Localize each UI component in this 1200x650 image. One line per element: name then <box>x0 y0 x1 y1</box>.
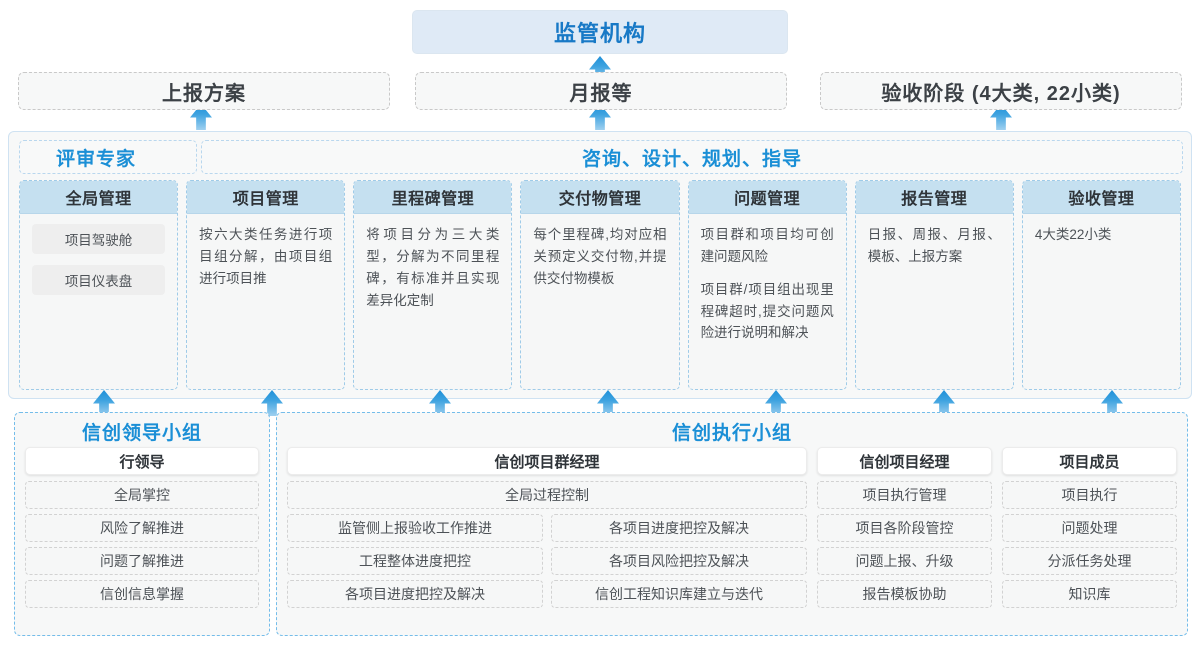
task-item[interactable]: 各项目风险把控及解决 <box>551 547 807 575</box>
submission-label: 验收阶段 (4大类, 22小类) <box>881 82 1121 105</box>
task-item[interactable]: 工程整体进度把控 <box>287 547 543 575</box>
column-body: 项目群和项目均可创建问题风险 项目群/项目组出现里程碑超时,提交问题风险进行说明… <box>689 214 846 389</box>
column-header: 问题管理 <box>688 181 846 214</box>
task-item[interactable]: 问题了解推进 <box>25 547 259 575</box>
pill-item[interactable]: 项目仪表盘 <box>32 265 166 295</box>
execution-group-panel: 信创执行小组 信创项目群经理 全局过程控制 监管侧上报验收工作推进 工程整体进度… <box>276 412 1188 636</box>
role-header-project-member[interactable]: 项目成员 <box>1002 447 1177 475</box>
program-manager-tasks-left: 监管侧上报验收工作推进 工程整体进度把控 各项目进度把控及解决 <box>287 514 543 608</box>
task-item[interactable]: 项目执行 <box>1002 481 1177 509</box>
task-item[interactable]: 问题处理 <box>1002 514 1177 542</box>
task-item[interactable]: 项目执行管理 <box>817 481 992 509</box>
task-item[interactable]: 信创信息掌握 <box>25 580 259 608</box>
program-manager-tasks: 全局过程控制 监管侧上报验收工作推进 工程整体进度把控 各项目进度把控及解决 各… <box>287 481 807 608</box>
column-body: 按六大类任务进行项目组分解，由项目组进行项目推 <box>187 214 344 389</box>
management-panel: 评审专家 咨询、设计、规划、指导 全局管理 项目驾驶舱 项目仪表盘 项目管理 按… <box>8 131 1192 399</box>
project-manager-group: 信创项目经理 项目执行管理 项目各阶段管控 问题上报、升级 报告模板协助 <box>817 447 992 608</box>
project-member-tasks: 项目执行 问题处理 分派任务处理 知识库 <box>1002 481 1177 608</box>
submission-box-plan[interactable]: 上报方案 <box>18 72 390 110</box>
role-header-bank-leader[interactable]: 行领导 <box>25 447 259 475</box>
leading-group-title: 信创领导小组 <box>81 423 202 444</box>
task-item[interactable]: 各项目进度把控及解决 <box>287 580 543 608</box>
column-issue-management[interactable]: 问题管理 项目群和项目均可创建问题风险 项目群/项目组出现里程碑超时,提交问题风… <box>687 180 847 390</box>
consulting-band: 咨询、设计、规划、指导 <box>201 140 1183 174</box>
column-body: 日报、周报、月报、模板、上报方案 <box>856 214 1013 389</box>
column-paragraph: 日报、周报、月报、模板、上报方案 <box>867 227 1001 264</box>
column-body: 将项目分为三大类型，分解为不同里程碑，有标准并且实现差异化定制 <box>354 214 511 389</box>
column-header: 里程碑管理 <box>354 181 512 214</box>
pill-item[interactable]: 项目驾驶舱 <box>32 224 166 254</box>
regulator-label: 监管机构 <box>553 21 646 46</box>
task-item[interactable]: 信创工程知识库建立与迭代 <box>551 580 807 608</box>
column-paragraph: 将项目分为三大类型，分解为不同里程碑，有标准并且实现差异化定制 <box>366 227 500 308</box>
task-item[interactable]: 知识库 <box>1002 580 1177 608</box>
column-body: 4大类22小类 <box>1023 214 1180 389</box>
column-acceptance-management[interactable]: 验收管理 4大类22小类 <box>1021 180 1181 390</box>
column-paragraph: 每个里程碑,均对应相关预定义交付物,并提供交付物模板 <box>533 227 667 286</box>
column-milestone-management[interactable]: 里程碑管理 将项目分为三大类型，分解为不同里程碑，有标准并且实现差异化定制 <box>353 180 513 390</box>
task-item[interactable]: 报告模板协助 <box>817 580 992 608</box>
column-paragraph: 项目群和项目均可创建问题风险 <box>700 227 834 264</box>
column-paragraph: 按六大类任务进行项目组分解，由项目组进行项目推 <box>199 227 333 286</box>
review-experts-label: 评审专家 <box>56 148 137 170</box>
column-body: 每个里程碑,均对应相关预定义交付物,并提供交付物模板 <box>521 214 678 389</box>
column-deliverable-management[interactable]: 交付物管理 每个里程碑,均对应相关预定义交付物,并提供交付物模板 <box>520 180 680 390</box>
task-item-wide[interactable]: 全局过程控制 <box>287 481 807 509</box>
execution-group-columns: 信创项目群经理 全局过程控制 监管侧上报验收工作推进 工程整体进度把控 各项目进… <box>287 447 1177 608</box>
management-columns: 全局管理 项目驾驶舱 项目仪表盘 项目管理 按六大类任务进行项目组分解，由项目组… <box>19 180 1181 390</box>
column-header: 项目管理 <box>187 181 345 214</box>
role-header-program-manager[interactable]: 信创项目群经理 <box>287 447 807 475</box>
column-header: 验收管理 <box>1022 181 1180 214</box>
submission-box-monthly[interactable]: 月报等 <box>415 72 787 110</box>
column-global-management[interactable]: 全局管理 项目驾驶舱 项目仪表盘 <box>19 180 179 390</box>
task-item[interactable]: 监管侧上报验收工作推进 <box>287 514 543 542</box>
program-manager-tasks-right: 各项目进度把控及解决 各项目风险把控及解决 信创工程知识库建立与迭代 <box>551 514 807 608</box>
column-paragraph: 4大类22小类 <box>1034 227 1112 242</box>
column-paragraph: 项目群/项目组出现里程碑超时,提交问题风险进行说明和解决 <box>700 281 834 341</box>
column-header: 报告管理 <box>855 181 1013 214</box>
project-manager-tasks: 项目执行管理 项目各阶段管控 问题上报、升级 报告模板协助 <box>817 481 992 608</box>
regulator-box: 监管机构 <box>412 10 788 54</box>
leading-group-tasks: 全局掌控 风险了解推进 问题了解推进 信创信息掌握 <box>25 481 259 608</box>
task-item[interactable]: 风险了解推进 <box>25 514 259 542</box>
submission-box-acceptance[interactable]: 验收阶段 (4大类, 22小类) <box>820 72 1182 110</box>
submission-label: 上报方案 <box>162 82 246 105</box>
task-item[interactable]: 项目各阶段管控 <box>817 514 992 542</box>
column-report-management[interactable]: 报告管理 日报、周报、月报、模板、上报方案 <box>854 180 1014 390</box>
role-header-project-manager[interactable]: 信创项目经理 <box>817 447 992 475</box>
execution-group-title: 信创执行小组 <box>671 423 792 444</box>
column-header: 交付物管理 <box>521 181 679 214</box>
review-experts-band: 评审专家 <box>19 140 197 174</box>
submission-label: 月报等 <box>569 82 633 105</box>
task-item[interactable]: 各项目进度把控及解决 <box>551 514 807 542</box>
consulting-label: 咨询、设计、规划、指导 <box>581 148 802 170</box>
task-item[interactable]: 分派任务处理 <box>1002 547 1177 575</box>
task-item[interactable]: 全局掌控 <box>25 481 259 509</box>
column-header: 全局管理 <box>20 181 178 214</box>
task-item[interactable]: 问题上报、升级 <box>817 547 992 575</box>
column-body: 项目驾驶舱 项目仪表盘 <box>20 214 177 389</box>
column-project-management[interactable]: 项目管理 按六大类任务进行项目组分解，由项目组进行项目推 <box>186 180 346 390</box>
leading-group-panel: 信创领导小组 行领导 全局掌控 风险了解推进 问题了解推进 信创信息掌握 <box>14 412 270 636</box>
project-member-group: 项目成员 项目执行 问题处理 分派任务处理 知识库 <box>1002 447 1177 608</box>
program-manager-task-grid: 监管侧上报验收工作推进 工程整体进度把控 各项目进度把控及解决 各项目进度把控及… <box>287 514 807 608</box>
program-manager-group: 信创项目群经理 全局过程控制 监管侧上报验收工作推进 工程整体进度把控 各项目进… <box>287 447 807 608</box>
